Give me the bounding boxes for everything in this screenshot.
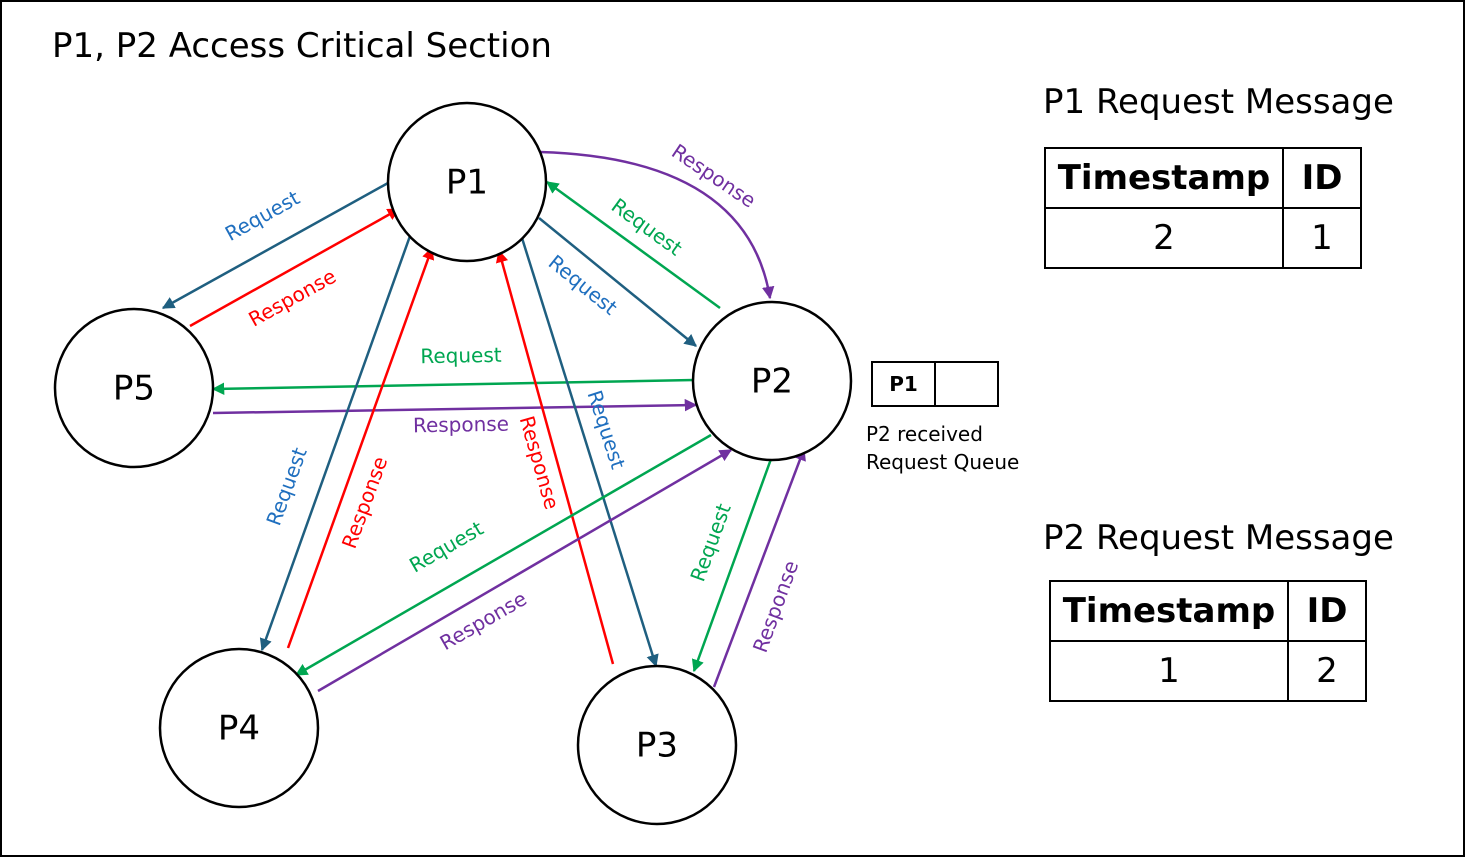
edge-p1-p2-request-arrow [538,217,697,347]
p2-message-table: Timestamp ID 1 2 [1049,580,1367,702]
edge-p2-p1-request-label: Request [607,193,687,260]
queue-caption-line-2: Request Queue [866,450,1020,474]
table-row: Timestamp ID [1049,580,1367,642]
p1-header-timestamp: Timestamp [1044,147,1284,209]
edge-p3-p2-response-arrow [712,447,806,688]
node-p1-label: P1 [446,163,488,203]
edge-p1-p5-request-arrow [161,181,389,310]
edge-p1-p2-response-arrow [539,150,775,300]
edge-p1-p3-request-arrow [520,237,659,668]
node-p1-circle [386,101,548,263]
node-p4-label: P4 [218,709,260,749]
edge-p2-p4-request-label: Request [405,516,487,577]
queue-caption-line-1: P2 received [866,422,983,446]
edge-p4-p1-response-label: Response [337,453,392,551]
p2-header-id: ID [1287,580,1367,642]
p1-message-title: P1 Request Message [1043,82,1394,122]
edge-p4-p2-response-label: Response [436,586,531,655]
p2-value-id: 2 [1287,640,1367,702]
node-p3-circle [576,664,738,826]
edge-p3-p1-response-arrow [495,249,615,665]
edge-p5-p1-response-label: Response [244,264,340,332]
edge-p1-p4-request-arrow [259,235,412,652]
edge-p2-p1-request-arrow [545,180,721,310]
edge-p4-p2-response-arrow [317,448,733,693]
edge-p2-p4-request-arrow [294,433,712,677]
node-p2: P2 [691,300,853,462]
queue-caption: P2 received Request Queue [866,420,1019,476]
p2-header-timestamp: Timestamp [1049,580,1289,642]
node-p5-label: P5 [113,369,155,409]
node-p4: P4 [158,647,320,809]
table-row: 1 2 [1049,640,1367,702]
node-p2-circle [691,300,853,462]
edge-p5-p2-response-label: Response [413,412,509,438]
edge-p1-p2-request-label: Request [544,250,622,320]
table-row: 2 1 [1044,207,1362,269]
request-queue: P1 [871,361,999,407]
node-p1: P1 [386,101,548,263]
edge-p1-p4-request-label: Request [261,444,311,529]
node-p3: P3 [576,664,738,826]
edge-p4-p1-response-arrow [286,246,435,649]
p1-message-table: Timestamp ID 2 1 [1044,147,1362,269]
edge-p2-p5-request-label: Request [420,343,502,368]
p1-value-id: 1 [1282,207,1362,269]
p1-value-timestamp: 2 [1044,207,1284,269]
edge-p5-p2-response-arrow [212,398,698,415]
node-p5-circle [53,307,215,469]
p2-value-timestamp: 1 [1049,640,1289,702]
edge-p2-p5-request-arrow [211,378,695,396]
node-p5: P5 [53,307,215,469]
edge-p1-p3-request-label: Request [582,387,630,472]
node-p4-circle [158,647,320,809]
table-row: Timestamp ID [1044,147,1362,209]
node-p3-label: P3 [636,726,678,766]
p1-header-id: ID [1282,147,1362,209]
queue-slot-1: P1 [889,372,918,396]
p2-message-title: P2 Request Message [1043,518,1394,558]
edge-p5-p1-response-arrow [189,207,401,328]
edge-p2-p3-request-label: Request [685,500,735,585]
node-p2-label: P2 [751,362,793,402]
edge-p2-p3-request-arrow [691,458,773,673]
queue-slot-2 [934,363,997,405]
page-title: P1, P2 Access Critical Section [52,26,552,66]
